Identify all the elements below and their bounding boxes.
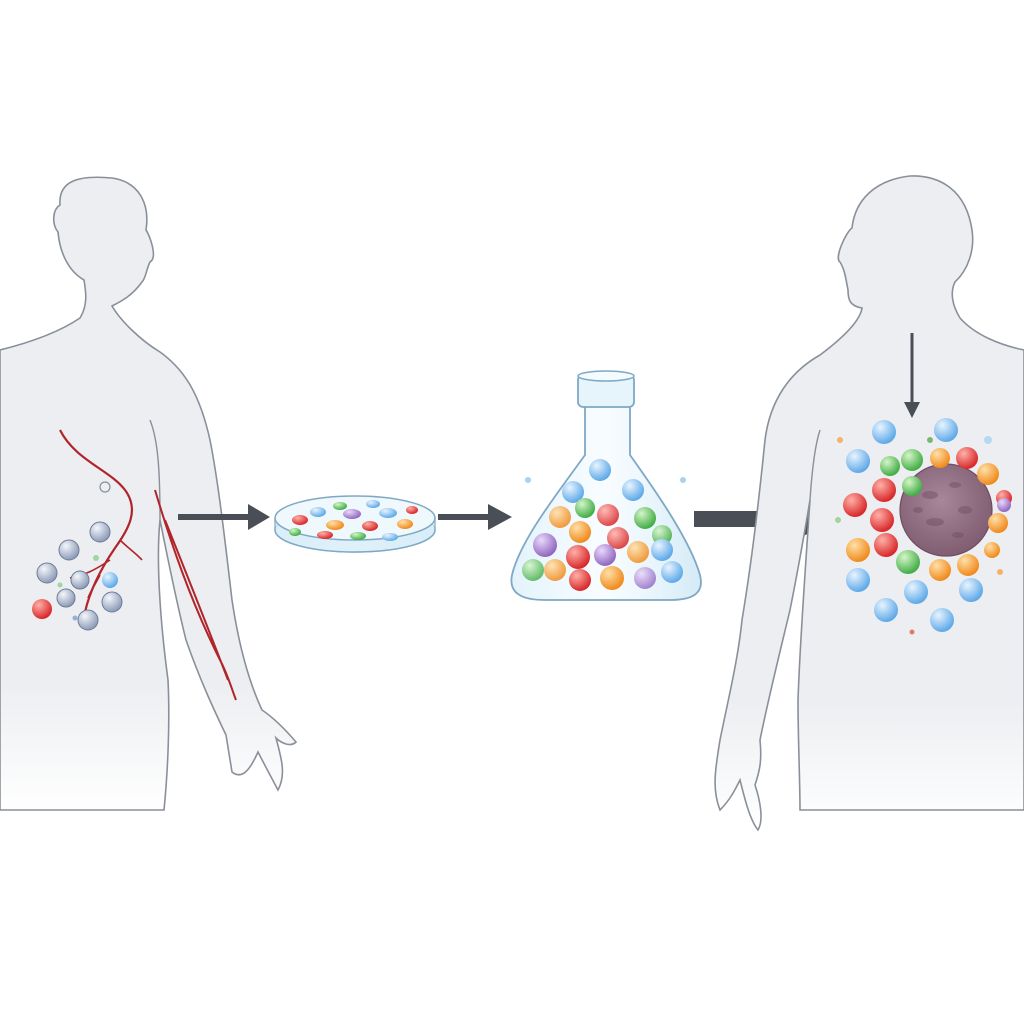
cell	[36, 562, 58, 584]
cell	[101, 591, 123, 613]
arrow-to-flask	[438, 504, 512, 530]
cell	[880, 456, 900, 476]
flask-cells	[522, 459, 683, 591]
cell	[997, 498, 1011, 512]
cell	[934, 418, 958, 442]
cell	[651, 539, 673, 561]
cell	[896, 550, 920, 574]
cell	[379, 508, 397, 518]
cell	[562, 481, 584, 503]
cell	[589, 459, 611, 481]
cell	[984, 436, 992, 444]
cell	[846, 449, 870, 473]
cell	[343, 509, 361, 519]
erlenmeyer-flask	[510, 370, 702, 601]
cell	[600, 566, 624, 590]
cell	[566, 545, 590, 569]
cell	[32, 599, 52, 619]
cell	[289, 528, 301, 536]
cell	[956, 447, 978, 469]
cell	[959, 578, 983, 602]
source-patient-vessel	[59, 429, 134, 613]
cell	[874, 598, 898, 622]
cell	[872, 478, 896, 502]
cell	[522, 559, 544, 581]
source-patient-figure	[0, 176, 298, 811]
cell	[57, 582, 63, 588]
arrow-to-dish	[178, 504, 270, 530]
cell	[366, 500, 380, 508]
source-patient-arm-vessel	[154, 489, 237, 701]
cell	[929, 559, 951, 581]
cell	[870, 508, 894, 532]
cell	[594, 544, 616, 566]
cell	[597, 504, 619, 526]
tumor-target-site	[835, 418, 1012, 635]
source-patient-cells	[32, 521, 123, 631]
cell	[930, 608, 954, 632]
dish-cells	[289, 500, 418, 541]
cell	[317, 531, 333, 539]
cell	[58, 539, 80, 561]
cell	[575, 498, 595, 518]
cell	[72, 615, 78, 621]
cell	[292, 515, 308, 525]
cell	[406, 506, 418, 514]
cell	[634, 507, 656, 529]
recipient-cells	[835, 418, 1012, 635]
cell	[56, 588, 76, 608]
cell	[362, 521, 378, 531]
source-patient-silhouette	[0, 176, 298, 811]
tumor-texture	[913, 482, 972, 538]
cell	[843, 493, 867, 517]
recipient-patient-silhouette	[714, 175, 1024, 832]
cell	[607, 527, 629, 549]
cell	[997, 569, 1003, 575]
recipient-patient-figure	[714, 175, 1024, 832]
cell	[533, 533, 557, 557]
cell	[988, 513, 1008, 533]
cell	[634, 567, 656, 589]
cell	[382, 533, 398, 541]
recipient-patient-arm-line	[809, 429, 821, 501]
cell	[627, 541, 649, 563]
cell	[909, 629, 915, 635]
petri-dish	[274, 495, 436, 553]
cell	[901, 449, 923, 471]
cell	[70, 570, 90, 590]
cell	[984, 542, 1000, 558]
cell	[102, 572, 118, 588]
cell	[977, 463, 999, 485]
cell	[326, 520, 344, 530]
source-patient-nipple	[99, 481, 111, 493]
cell	[310, 507, 326, 517]
cell	[837, 437, 843, 443]
cell	[846, 568, 870, 592]
cell	[569, 521, 591, 543]
cell	[549, 506, 571, 528]
cell	[661, 561, 683, 583]
cell	[652, 525, 672, 545]
cell	[350, 532, 366, 540]
cell	[397, 519, 413, 529]
cell	[93, 555, 99, 561]
cell	[569, 569, 591, 591]
cell	[622, 479, 644, 501]
arrow-to-tumor	[904, 333, 920, 418]
cell	[835, 517, 841, 523]
cell	[930, 448, 950, 468]
cell	[77, 609, 99, 631]
cell	[846, 538, 870, 562]
cell	[904, 580, 928, 604]
cell	[957, 554, 979, 576]
cell	[927, 437, 933, 443]
cell	[902, 476, 922, 496]
cell	[544, 559, 566, 581]
cell	[874, 533, 898, 557]
cell	[872, 420, 896, 444]
cell	[333, 502, 347, 510]
cell	[89, 521, 111, 543]
